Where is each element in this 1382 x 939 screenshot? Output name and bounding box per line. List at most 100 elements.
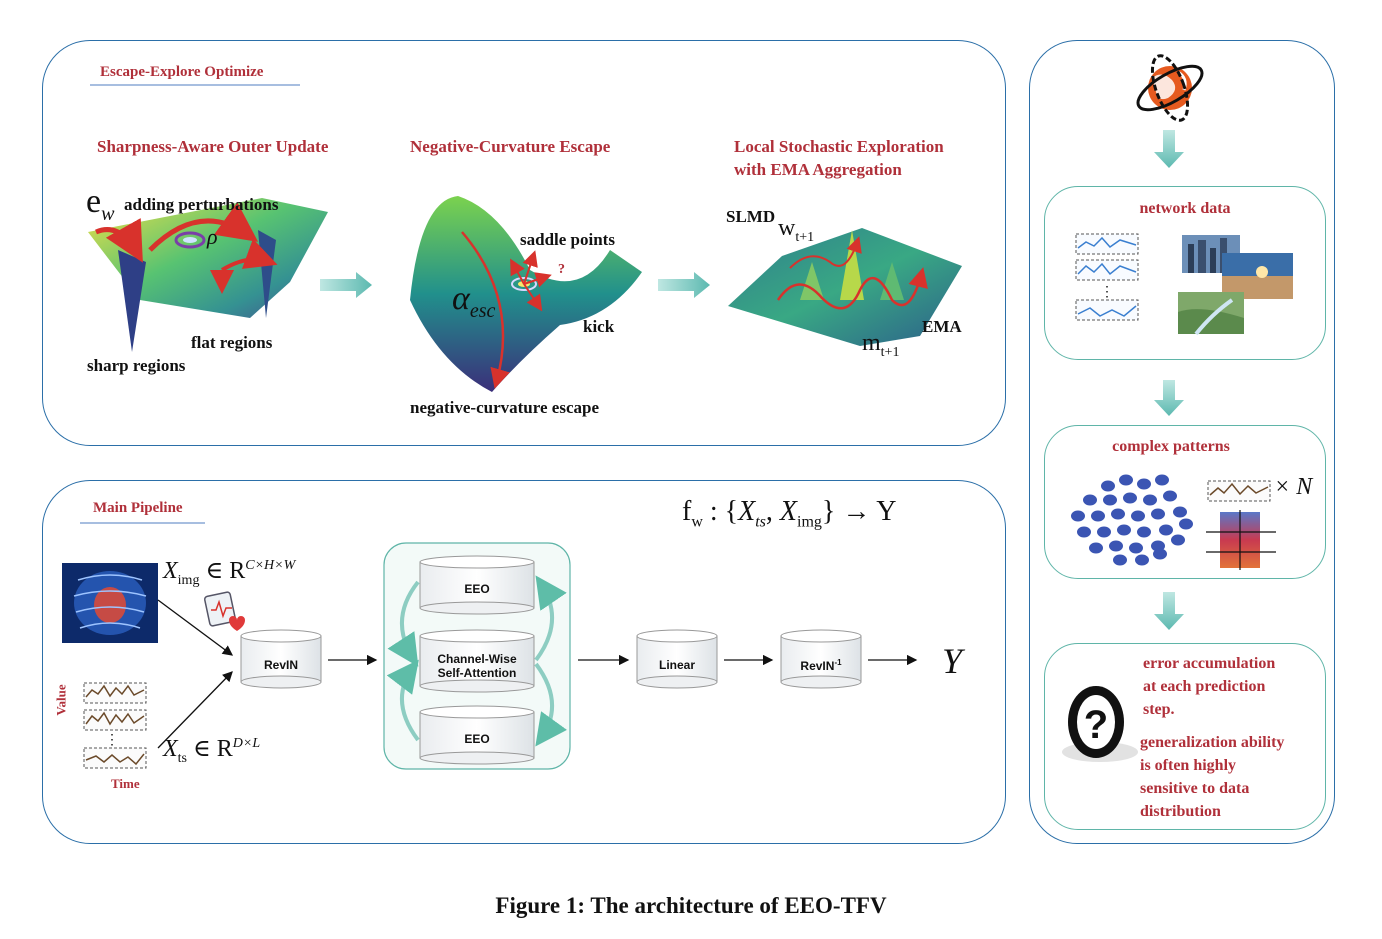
pattern-dot bbox=[1159, 524, 1173, 536]
pattern-dot bbox=[1153, 548, 1167, 560]
pattern-series-thumbnail bbox=[1207, 480, 1271, 502]
pattern-dot bbox=[1171, 534, 1185, 546]
sharpness-title: Sharpness-Aware Outer Update bbox=[97, 137, 329, 156]
m-t1-symbol: mt+1 bbox=[862, 330, 900, 360]
gen-line-2: is often highly bbox=[1140, 757, 1237, 774]
sharpness-surface bbox=[88, 198, 328, 352]
error-accumulation-text: error accumulation at each prediction st… bbox=[1143, 652, 1275, 721]
saddle-points-label: saddle points bbox=[520, 230, 615, 249]
pattern-dot bbox=[1179, 518, 1193, 530]
pattern-dot bbox=[1135, 554, 1149, 566]
timeseries-stack: ⋮ bbox=[83, 682, 147, 769]
alpha-esc-symbol: αesc bbox=[452, 280, 496, 322]
pattern-dot bbox=[1097, 526, 1111, 538]
saddle-surface bbox=[410, 196, 642, 392]
pattern-dot bbox=[1089, 542, 1103, 554]
error-line-1: error accumulation bbox=[1143, 655, 1276, 672]
kick-label: kick bbox=[583, 317, 615, 336]
pattern-dot bbox=[1091, 510, 1105, 522]
globe-icon bbox=[1136, 54, 1204, 122]
pattern-dot bbox=[1101, 480, 1115, 492]
pattern-dot bbox=[1109, 540, 1123, 552]
pattern-dot bbox=[1117, 524, 1131, 536]
escape-label: negative-curvature escape bbox=[410, 398, 599, 417]
attention-label-line2: Self-Attention bbox=[437, 666, 517, 680]
eeo-top-cylinder bbox=[419, 555, 535, 615]
attention-cylinder bbox=[419, 629, 535, 693]
linear-label: Linear bbox=[658, 658, 695, 672]
gen-line-4: distribution bbox=[1140, 803, 1221, 820]
figure-caption: Figure 1: The architecture of EEO-TFV bbox=[495, 893, 887, 918]
pattern-dot bbox=[1083, 494, 1097, 506]
right-flow-arrows bbox=[1154, 130, 1184, 630]
output-y: Y bbox=[942, 641, 963, 681]
chest-image bbox=[62, 563, 158, 643]
gen-line-1: generalization ability bbox=[1140, 734, 1285, 751]
pattern-dot bbox=[1119, 474, 1133, 486]
eeo-top-label: EEO bbox=[464, 582, 490, 596]
error-line-2: at each prediction bbox=[1143, 678, 1266, 695]
question-mark-icon: ? bbox=[1062, 686, 1138, 762]
top-flow-arrows bbox=[320, 272, 710, 298]
pattern-dot bbox=[1155, 474, 1169, 486]
svg-text:⋮: ⋮ bbox=[1100, 285, 1114, 300]
eeo-bottom-cylinder bbox=[419, 705, 535, 765]
slmd-label: SLMD bbox=[726, 207, 776, 226]
adding-perturbations-label: adding perturbations bbox=[124, 195, 279, 214]
flat-regions-label: flat regions bbox=[191, 333, 273, 352]
gen-line-3: sensitive to data bbox=[1140, 780, 1250, 797]
ema-label: EMA bbox=[922, 317, 962, 336]
generalization-text: generalization ability is often highly s… bbox=[1140, 731, 1284, 823]
pipeline-formula: fw : {Xts, Ximg} → Y bbox=[682, 496, 897, 531]
pattern-dot bbox=[1151, 508, 1165, 520]
w-t1-symbol: wt+1 bbox=[778, 215, 815, 245]
time-axis-label: Time bbox=[111, 776, 140, 791]
svg-text:⋮: ⋮ bbox=[105, 733, 119, 748]
svg-text:?: ? bbox=[1084, 703, 1108, 747]
error-line-3: step. bbox=[1143, 701, 1175, 718]
network-series-thumbnails: ⋮ bbox=[1075, 233, 1139, 321]
sharp-regions-label: sharp regions bbox=[87, 356, 186, 375]
ximg-label: Ximg ∈ RC×H×W bbox=[163, 558, 296, 588]
pattern-dot bbox=[1131, 510, 1145, 522]
negcurv-title: Negative-Curvature Escape bbox=[410, 137, 611, 156]
pattern-dot bbox=[1113, 554, 1127, 566]
complex-patterns-label: complex patterns bbox=[1112, 438, 1230, 455]
pattern-dot bbox=[1137, 526, 1151, 538]
revin-cylinder bbox=[240, 629, 322, 689]
eeo-loop-arrows bbox=[386, 575, 568, 747]
pattern-dot bbox=[1143, 494, 1157, 506]
pattern-dot bbox=[1163, 490, 1177, 502]
bottom-panel bbox=[42, 480, 1006, 844]
revin-label: RevIN bbox=[263, 658, 298, 672]
revin-inverse-label: RevIN-1 bbox=[800, 658, 842, 673]
rho-symbol: ρ bbox=[207, 224, 218, 249]
e-w-symbol: ew bbox=[86, 183, 115, 225]
top-panel bbox=[42, 40, 1006, 446]
pattern-dot bbox=[1071, 510, 1085, 522]
xts-label: Xts ∈ RD×L bbox=[163, 736, 261, 766]
network-photo-thumbnails bbox=[1178, 235, 1293, 336]
times-n-label: × N bbox=[1274, 474, 1313, 500]
pattern-dot bbox=[1103, 494, 1117, 506]
attention-label-line1: Channel-Wise bbox=[437, 652, 517, 666]
pattern-heat-image bbox=[1206, 510, 1276, 570]
eeo-bottom-label: EEO bbox=[464, 732, 490, 746]
question-label: ? bbox=[558, 262, 565, 277]
local-title-line1: Local Stochastic Exploration bbox=[734, 137, 944, 156]
pattern-dot bbox=[1123, 492, 1137, 504]
pattern-dot-cloud bbox=[1071, 474, 1193, 566]
value-axis-label: Value bbox=[53, 684, 69, 716]
local-title-line2: with EMA Aggregation bbox=[734, 160, 902, 179]
pattern-dot bbox=[1137, 478, 1151, 490]
network-data-label: network data bbox=[1139, 200, 1231, 217]
pattern-dot bbox=[1077, 526, 1091, 538]
pattern-dot bbox=[1129, 542, 1143, 554]
pattern-dot bbox=[1173, 506, 1187, 518]
ecg-card-icon bbox=[203, 591, 245, 631]
revin-inverse-cylinder bbox=[780, 629, 862, 689]
pattern-dot bbox=[1111, 508, 1125, 520]
exploration-surface bbox=[728, 228, 962, 346]
bottom-panel-title: Main Pipeline bbox=[93, 500, 183, 516]
